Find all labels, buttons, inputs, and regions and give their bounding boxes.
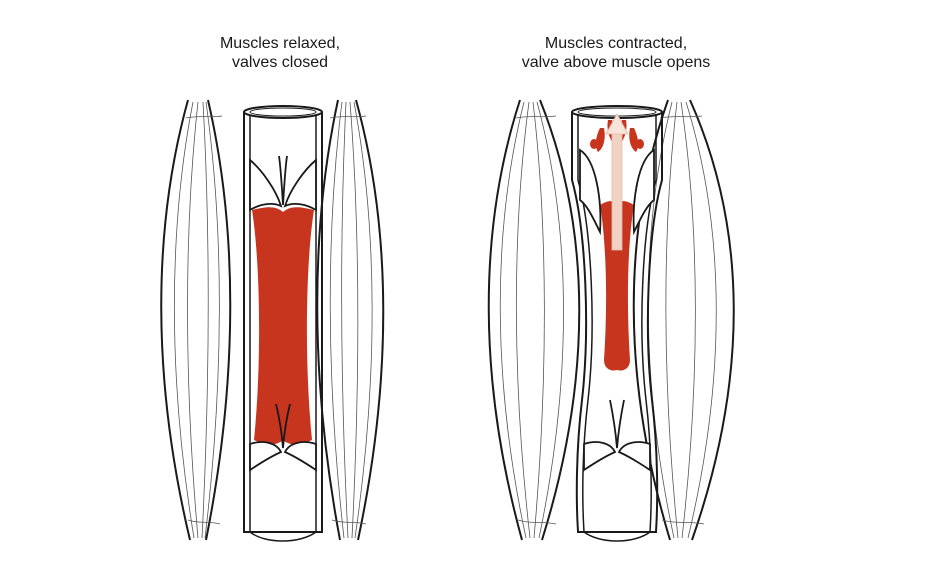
- right-caption-line-2: valve above muscle opens: [521, 54, 711, 71]
- left-caption-line-2: valves closed: [231, 54, 329, 71]
- left-panel-caption: Muscles relaxed, valves closed: [130, 34, 430, 72]
- right-caption-line-1: Muscles contracted,: [544, 35, 688, 52]
- right-upper-valve-open: [579, 148, 655, 236]
- left-caption-line-1: Muscles relaxed,: [219, 35, 341, 52]
- right-vein: [571, 105, 663, 542]
- right-blood-column: [600, 201, 634, 371]
- left-muscle-left: [160, 99, 232, 541]
- blood-flow-arrow: [605, 113, 629, 251]
- left-panel: [160, 99, 385, 542]
- left-blood-column: [252, 207, 314, 445]
- right-panel: [487, 99, 735, 542]
- right-muscle-left: [487, 99, 581, 541]
- right-panel-caption: Muscles contracted, valve above muscle o…: [466, 34, 766, 72]
- left-muscle-right: [316, 99, 385, 541]
- left-lower-valve-closed: [249, 403, 317, 472]
- right-lower-valve-closed: [583, 399, 651, 472]
- left-upper-valve-closed: [249, 155, 317, 212]
